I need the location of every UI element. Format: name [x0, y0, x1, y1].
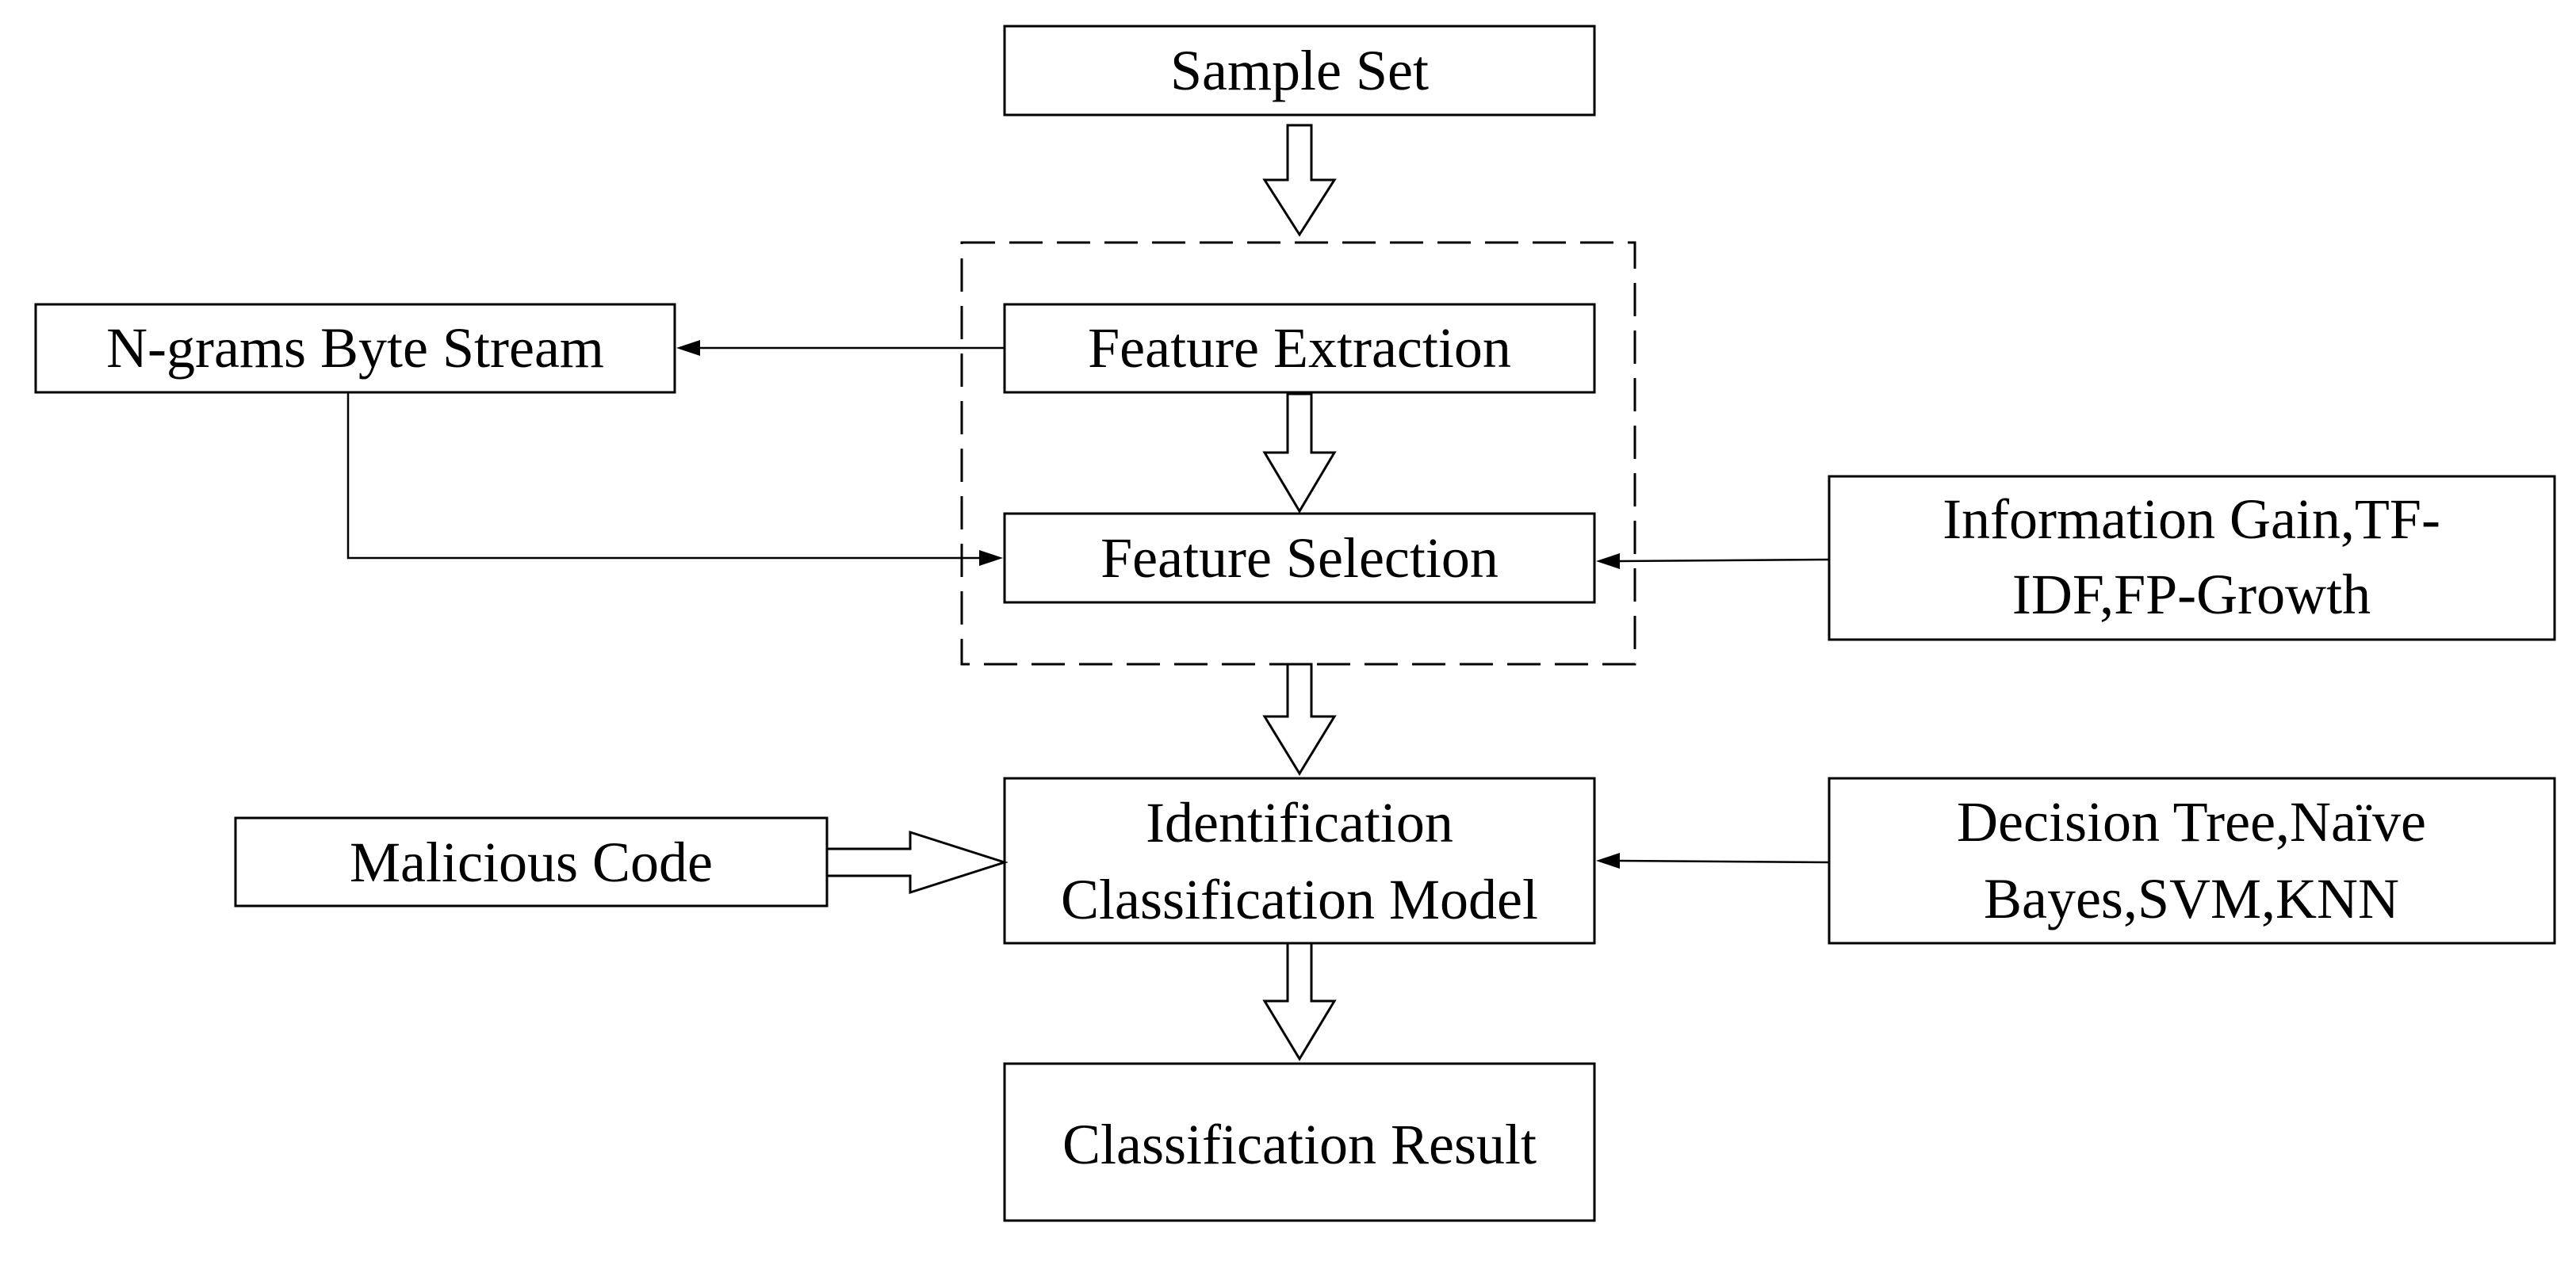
feature-selection-label: Feature Selection [1100, 526, 1499, 590]
classification-result-node: Classification Result [1003, 1062, 1596, 1222]
feature-selection-methods-node: Information Gain,TF- IDF,FP-Growth [1828, 475, 2556, 641]
methods-to-selection-connector [1617, 558, 1830, 563]
malicious-code-label: Malicious Code [350, 831, 713, 894]
methods-to-selection-arrowhead [1596, 553, 1620, 569]
feature-extraction-node: Feature Extraction [1003, 303, 1596, 394]
ngrams-byte-stream-node: N-grams Byte Stream [34, 303, 676, 394]
feature-selection-node: Feature Selection [1003, 512, 1596, 604]
malicious-code-node: Malicious Code [234, 816, 829, 908]
model-to-result-arrow [1262, 942, 1337, 1061]
algorithms-to-model-arrowhead [1596, 853, 1620, 869]
malicious-code-to-model-arrow [825, 830, 1009, 895]
ngrams-to-selection-arrowhead [979, 550, 1003, 566]
sample-set-label: Sample Set [1170, 39, 1429, 102]
feature-selection-methods-line-2: IDF,FP-Growth [2012, 563, 2371, 626]
ngrams-byte-stream-label: N-grams Byte Stream [106, 316, 604, 380]
algorithms-to-model-connector [1617, 859, 1830, 864]
classifier-algorithms-line-1: Decision Tree,Naïve [1957, 790, 2426, 854]
extraction-to-ngrams-arrowhead [676, 340, 700, 356]
classification-model-line-1: Identification [1146, 791, 1453, 854]
sample-set-node: Sample Set [1003, 25, 1596, 117]
classification-result-label: Classification Result [1062, 1113, 1537, 1176]
classification-model-line-2: Classification Model [1061, 868, 1538, 931]
sample-to-extraction-arrow [1262, 124, 1337, 237]
selection-to-model-arrow [1262, 663, 1337, 776]
feature-extraction-label: Feature Extraction [1088, 316, 1511, 380]
ngrams-to-selection-connector [346, 392, 982, 560]
feature-selection-methods-line-1: Information Gain,TF- [1943, 487, 2440, 551]
extraction-to-selection-arrow [1262, 392, 1337, 514]
classification-model-node: Identification Classification Model [1003, 777, 1596, 945]
classifier-algorithms-line-2: Bayes,SVM,KNN [1984, 867, 2399, 930]
classifier-algorithms-node: Decision Tree,Naïve Bayes,SVM,KNN [1828, 777, 2556, 945]
